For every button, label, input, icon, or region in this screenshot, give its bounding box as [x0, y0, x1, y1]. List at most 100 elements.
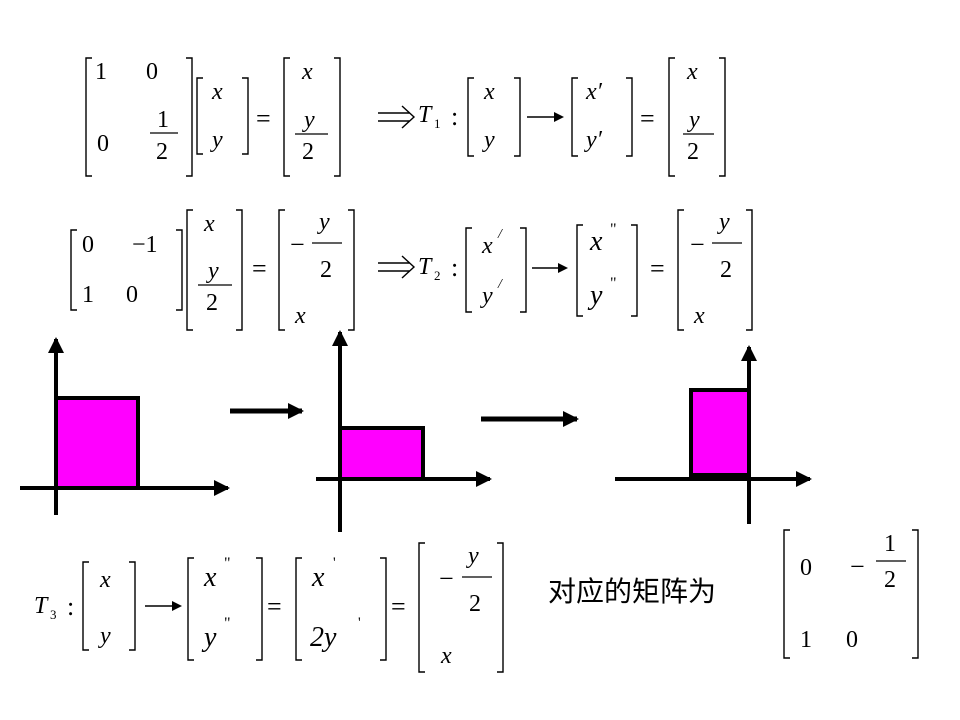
- bracket-l: [465, 227, 472, 313]
- output-entry: y: [468, 543, 479, 569]
- image-entry: y′: [586, 127, 602, 153]
- equals-sign: =: [640, 104, 655, 133]
- vector-entry: x: [212, 79, 223, 105]
- matrix-entry: 2: [884, 567, 896, 593]
- matrix-minus: −: [850, 552, 865, 581]
- bracket-r: [514, 77, 521, 157]
- image-entry: y: [590, 280, 603, 311]
- image-entry: x: [312, 562, 325, 593]
- equals-sign: =: [256, 104, 271, 133]
- bracket-r: [631, 224, 638, 317]
- matrix-entry: −1: [132, 232, 158, 258]
- bracket-l: [85, 57, 92, 177]
- output-minus: −: [690, 230, 705, 259]
- output-entry: 2: [720, 257, 732, 283]
- transform-name: T: [34, 593, 48, 619]
- rect-compressed: [338, 426, 425, 481]
- matrix-entry: 1: [95, 59, 107, 85]
- bracket-r: [746, 209, 753, 331]
- bracket-r: [176, 229, 183, 311]
- result-minus: −: [290, 230, 305, 259]
- bracket-l: [196, 77, 203, 155]
- bracket-r: [129, 561, 136, 651]
- graph-compressed: [316, 330, 492, 532]
- vector-entry: x: [204, 211, 215, 237]
- graph-original: [20, 337, 230, 515]
- matrix-label: 对应的矩阵为: [548, 575, 717, 608]
- prime-mark: /: [498, 277, 502, 292]
- equals-sign: =: [252, 254, 267, 283]
- bracket-l: [467, 77, 474, 157]
- output-entry: 2: [687, 139, 699, 165]
- bracket-l: [418, 542, 425, 673]
- vector-entry: x: [100, 567, 111, 593]
- equals-sign: =: [267, 592, 282, 621]
- double-prime-mark: ": [610, 275, 617, 292]
- transform-subscript: 2: [434, 268, 441, 283]
- colon: :: [451, 102, 459, 131]
- transform-subscript: 3: [50, 607, 57, 622]
- equals-sign: =: [391, 592, 406, 621]
- vector-entry: x: [482, 233, 493, 259]
- bracket-l: [576, 224, 583, 317]
- image-entry: x: [590, 226, 603, 257]
- result-entry: x: [302, 59, 313, 85]
- result-entry: y: [304, 107, 315, 133]
- bracket-r: [626, 77, 633, 157]
- bracket-r: [348, 209, 355, 331]
- double-prime-mark: ": [610, 221, 617, 238]
- result-entry: 2: [302, 139, 314, 165]
- prime-mark: ': [333, 555, 336, 571]
- bracket-r: [520, 227, 527, 313]
- prime-mark: ': [358, 615, 361, 631]
- bracket-r: [186, 57, 193, 177]
- output-entry: y: [689, 107, 700, 133]
- result-entry: y: [319, 209, 330, 235]
- matrix-entry: 0: [126, 282, 138, 308]
- prime-mark: /: [498, 227, 502, 242]
- bracket-l: [283, 57, 290, 177]
- result-entry: 2: [320, 257, 332, 283]
- output-entry: 2: [469, 591, 481, 617]
- matrix-entry: 1: [82, 282, 94, 308]
- graph-rotated: [615, 345, 812, 524]
- matrix-entry: 1: [800, 627, 812, 653]
- matrix-entry: 1: [884, 531, 896, 557]
- transform-name: T: [418, 102, 432, 128]
- implies-arrow: [378, 255, 416, 279]
- bracket-r: [380, 557, 387, 661]
- matrix-entry: 1: [157, 107, 169, 133]
- bracket-l: [677, 209, 684, 331]
- vector-entry: y: [482, 283, 493, 309]
- output-entry: x: [694, 303, 705, 329]
- vector-entry: y: [100, 623, 111, 649]
- rect-rotated: [689, 388, 751, 477]
- bracket-l: [82, 561, 89, 651]
- colon: :: [67, 592, 75, 621]
- vector-entry: 2: [206, 290, 218, 316]
- colon: :: [451, 253, 459, 282]
- matrix-entry: 0: [800, 555, 812, 581]
- image-entry: y: [204, 622, 217, 653]
- bracket-l: [783, 529, 790, 659]
- bracket-r: [334, 57, 341, 177]
- image-entry: x: [204, 562, 217, 593]
- equals-sign: =: [650, 254, 665, 283]
- bracket-l: [278, 209, 285, 331]
- bracket-l: [668, 57, 675, 177]
- bracket-l: [187, 557, 194, 661]
- double-prime-mark: ": [224, 615, 231, 632]
- output-entry: x: [687, 59, 698, 85]
- matrix-entry: 0: [146, 59, 158, 85]
- output-entry: x: [441, 643, 452, 669]
- bracket-l: [295, 557, 302, 661]
- image-entry: x′: [586, 79, 602, 105]
- result-entry: x: [295, 303, 306, 329]
- bracket-l: [70, 229, 77, 311]
- bracket-r: [719, 57, 726, 177]
- double-prime-mark: ": [224, 555, 231, 572]
- bracket-r: [497, 542, 504, 673]
- vector-entry: x: [484, 79, 495, 105]
- bracket-r: [256, 557, 263, 661]
